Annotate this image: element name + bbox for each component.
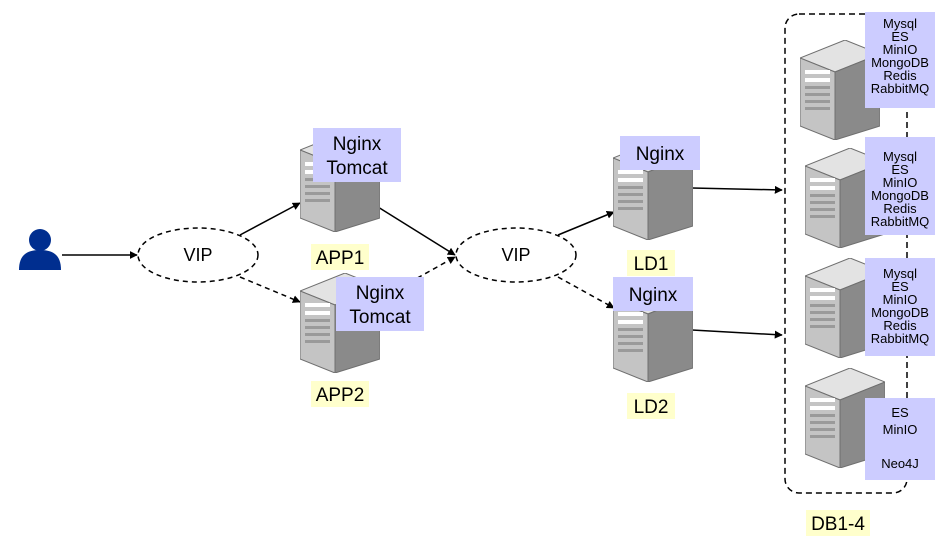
- db2-service-2: ES: [891, 162, 909, 177]
- db2-service-4: MongoDB: [871, 188, 929, 203]
- db4-server: ES MinIO Neo4J: [805, 368, 935, 480]
- db3-service-2: ES: [891, 279, 909, 294]
- db1-services-box: [865, 12, 935, 108]
- ld1-software-1: Nginx: [636, 144, 685, 165]
- ld2-software-1: Nginx: [629, 285, 678, 306]
- arrow-ld2-db: [691, 329, 783, 339]
- db3-service-5: Redis: [883, 318, 917, 333]
- arrow-vip-ld1: [557, 211, 615, 236]
- db3-service-6: RabbitMQ: [871, 331, 930, 346]
- db2-service-5: Redis: [883, 201, 917, 216]
- app2-name: APP2: [316, 385, 365, 406]
- ld1-name: LD1: [634, 254, 669, 275]
- db1-service-1: Mysql: [883, 16, 917, 31]
- app1-server: Nginx Tomcat APP1: [300, 128, 401, 270]
- vip-right: VIP: [455, 227, 577, 283]
- vip-left-label: VIP: [183, 245, 212, 265]
- arrow-ld1-db: [691, 185, 783, 194]
- app1-software-1: Nginx: [333, 134, 382, 155]
- db4-service-2: MinIO: [883, 422, 918, 437]
- user-icon: [19, 229, 61, 270]
- arrow-vip-ld2: [557, 276, 615, 309]
- arrow-vip-app2: [239, 276, 301, 303]
- db3-service-1: Mysql: [883, 266, 917, 281]
- db3-service-4: MongoDB: [871, 305, 929, 320]
- db4-service-4: Neo4J: [881, 456, 919, 471]
- ld1-server: Nginx LD1: [613, 136, 700, 276]
- db-group-highlight: [806, 510, 870, 536]
- app1-software-box: [313, 128, 401, 182]
- app2-software-1: Nginx: [356, 283, 405, 304]
- app2-server: Nginx Tomcat APP2: [300, 273, 424, 407]
- vip-left: VIP: [137, 227, 259, 283]
- db3-service-3: MinIO: [883, 292, 918, 307]
- db2-server: Mysql ES MinIO MongoDB Redis RabbitMQ: [805, 137, 935, 248]
- db-group-label: DB1-4: [811, 514, 865, 535]
- db4-services-box: [865, 398, 935, 480]
- arrow-vip-app1: [239, 202, 301, 236]
- db3-server: Mysql ES MinIO MongoDB Redis RabbitMQ: [805, 258, 935, 358]
- db1-service-6: RabbitMQ: [871, 81, 930, 96]
- db1-service-2: ES: [891, 29, 909, 44]
- app1-software-2: Tomcat: [326, 158, 388, 179]
- db1-service-5: Redis: [883, 68, 917, 83]
- db1-service-4: MongoDB: [871, 55, 929, 70]
- app2-software-2: Tomcat: [349, 307, 411, 328]
- db3-services-box: [865, 258, 935, 356]
- db1-service-3: MinIO: [883, 42, 918, 57]
- arrow-app1-vip: [377, 206, 456, 256]
- db2-service-3: MinIO: [883, 175, 918, 190]
- ld2-server: Nginx LD2: [613, 277, 693, 419]
- app2-name-highlight: [311, 381, 369, 407]
- db2-service-6: RabbitMQ: [871, 214, 930, 229]
- db2-services-box: [865, 137, 935, 235]
- db2-service-1: Mysql: [883, 149, 917, 164]
- app1-name: APP1: [316, 248, 365, 269]
- ld2-name-highlight: [627, 393, 675, 419]
- ld2-software-box: [613, 277, 693, 311]
- connections: [62, 185, 783, 339]
- vip-right-label: VIP: [501, 245, 530, 265]
- app1-name-highlight: [311, 244, 369, 270]
- ld1-software-box: [620, 136, 700, 170]
- app2-software-box: [336, 277, 424, 331]
- db-group-frame: [784, 13, 908, 494]
- db1-server: Mysql ES MinIO MongoDB Redis RabbitMQ: [800, 12, 935, 140]
- arrow-app2-vip: [377, 256, 456, 301]
- ld2-name: LD2: [634, 397, 669, 418]
- db4-service-1: ES: [891, 405, 909, 420]
- ld1-name-highlight: [627, 250, 675, 276]
